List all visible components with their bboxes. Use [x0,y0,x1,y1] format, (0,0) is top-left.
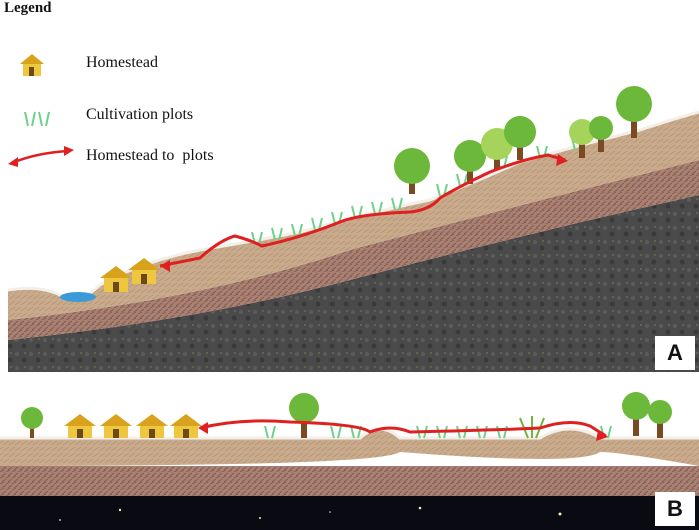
tree-icon [622,392,650,436]
homestead-icon [170,414,202,438]
homestead-icon [20,54,44,76]
homestead-to-plots-route [199,419,607,438]
tree-icon [289,393,319,438]
water-pond [60,292,96,302]
legend-item-homestead: Homestead [8,52,308,78]
homestead-to-plots-route [159,153,566,268]
legend-label: Homestead [86,54,158,71]
legend-label: Cultivation plots [86,106,194,123]
subsoil-layer [0,466,699,496]
legend-title: Legend [4,0,52,16]
homestead-icon [128,258,160,284]
bedrock-layer [0,496,699,530]
legend-item-route: Homestead to plots [8,145,308,171]
tree-icon [569,119,595,158]
panel-b-flatland [0,380,699,530]
homestead-icon [100,266,132,292]
red-double-arrow-icon [8,146,74,167]
panel-label-a: A [655,336,695,370]
tree-icon [648,400,672,438]
tree-icon [454,140,486,184]
tree-icon [21,407,43,438]
homestead-icon [100,414,132,438]
panel-a-hillslope: A [7,86,699,372]
panel-a-illustration [7,86,699,372]
cultivation-plots-icon [24,111,50,127]
panel-label-b: B [655,492,695,526]
legend: Legend Homestead Cultivation plots Homes… [0,0,330,180]
legend-label: Homestead to plots [86,147,214,164]
homestead-icon [64,414,96,438]
tree-icon [616,86,652,138]
homestead-icon [136,414,168,438]
tree-icon [589,116,613,152]
legend-item-cultivation-plots: Cultivation plots [8,104,308,130]
tree-icon [394,148,430,194]
topsoil-layer [8,112,699,320]
tree-icon [504,116,536,160]
panel-b-illustration [0,392,699,530]
subsoil-layer [8,160,699,340]
bedrock-layer [8,195,699,372]
